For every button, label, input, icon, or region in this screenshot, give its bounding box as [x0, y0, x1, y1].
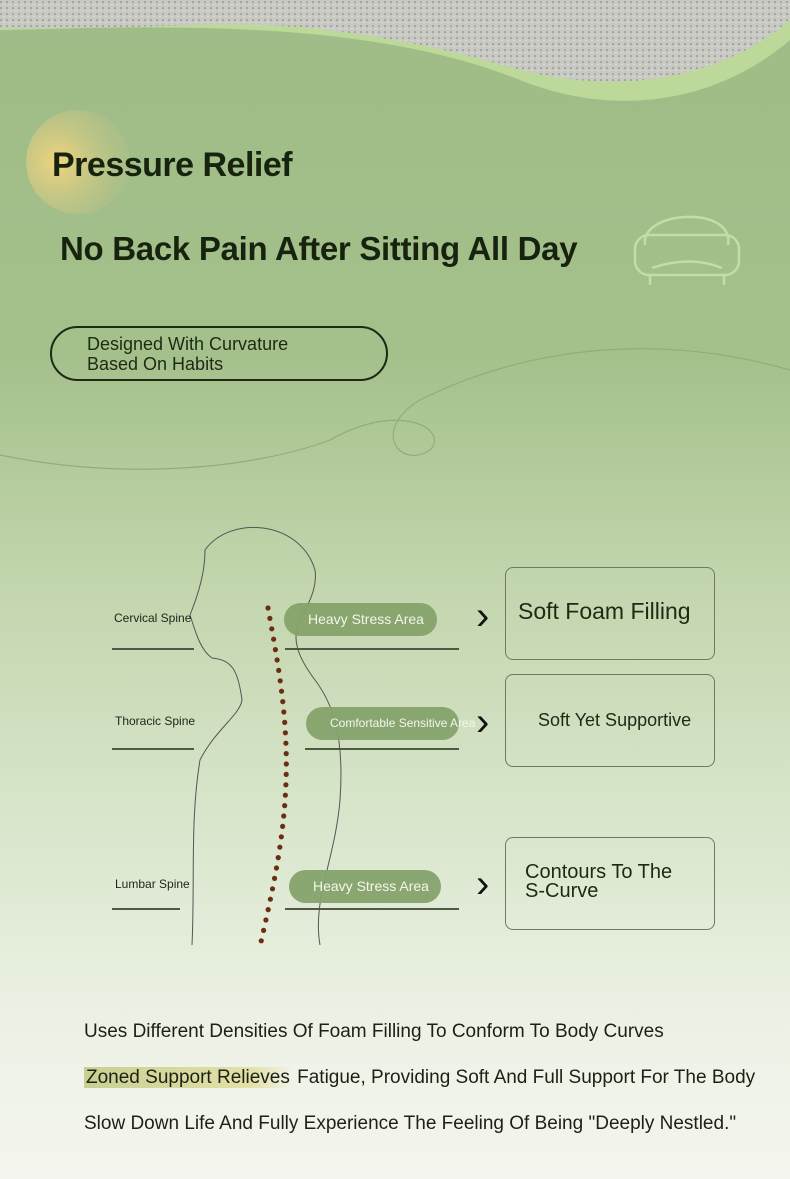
feature-box: Soft Foam Filling [505, 567, 715, 660]
spine-dot [258, 938, 264, 944]
feature-box: Soft Yet Supportive [505, 674, 715, 767]
chevron-right-icon: › [476, 700, 490, 744]
spine-dot [272, 647, 279, 653]
spine-dot [274, 657, 280, 663]
pill-line-1: Designed With Curvature [87, 334, 289, 354]
spine-dot [283, 771, 289, 778]
spine-dot [283, 751, 289, 757]
spine-dot [271, 636, 277, 642]
feature-label: Contours To The S-Curve [525, 861, 673, 902]
divider [112, 908, 180, 910]
body-text-line-3: Slow Down Life And Fully Experience The … [84, 1113, 737, 1134]
spine-dot [280, 823, 286, 830]
spine-dot [263, 917, 269, 923]
spine-dot [278, 688, 285, 694]
sofa-icon [633, 215, 741, 285]
heavy-stress-tag: Heavy Stress Area [284, 603, 437, 636]
spine-dot [273, 865, 280, 871]
page-subtitle: No Back Pain After Sitting All Day [60, 230, 578, 267]
divider [285, 648, 459, 650]
page-title: Pressure Relief [52, 146, 293, 184]
feature-label: Soft Foam Filling [518, 598, 691, 624]
heavy-stress-tag: Heavy Stress Area [289, 870, 441, 903]
spine-dots [258, 605, 289, 944]
cervical-spine-label: Cervical Spine [114, 611, 192, 625]
spine-dot [283, 782, 289, 788]
sun-circle [26, 110, 130, 214]
swirl-line [0, 348, 790, 470]
spine-dot [277, 844, 283, 850]
spine-dot [280, 699, 286, 705]
highlighted-text: Zoned Support Relieves [84, 1067, 292, 1088]
spine-dot [275, 855, 281, 861]
spine-dot [265, 907, 271, 913]
chevron-right-icon: › [476, 862, 490, 906]
curvature-pill: Designed With Curvature Based On Habits [50, 326, 388, 381]
spine-dot [282, 803, 288, 809]
spine-dot [265, 605, 271, 611]
spine-dot [282, 792, 288, 798]
spine-dot [277, 678, 283, 684]
human-silhouette [189, 527, 342, 946]
divider [305, 748, 459, 750]
spine-dot [282, 730, 288, 736]
divider [285, 908, 459, 910]
pill-line-2: Based On Habits [87, 354, 224, 374]
spine-dot [267, 615, 273, 622]
spine-dot [267, 896, 273, 902]
divider [112, 648, 194, 650]
body-text-line-2: Zoned Support Relieves Fatigue, Providin… [84, 1067, 755, 1089]
thoracic-spine-label: Thoracic Spine [115, 714, 196, 728]
spine-dot [282, 719, 288, 726]
feature-box: Contours To The S-Curve [505, 837, 715, 930]
spine-dot [269, 626, 275, 632]
chevron-right-icon: › [476, 594, 490, 638]
feature-label: Soft Yet Supportive [538, 710, 692, 730]
spine-dot [281, 813, 287, 819]
spine-dot [283, 761, 289, 767]
spine-dot [281, 709, 287, 715]
lumbar-spine-label: Lumbar Spine [115, 877, 190, 891]
spine-dot [278, 834, 284, 840]
body-text-rest: Fatigue, Providing Soft And Full Support… [291, 1067, 756, 1088]
body-text-line-1: Uses Different Densities Of Foam Filling… [84, 1021, 664, 1042]
spine-dot [283, 740, 289, 746]
spine-dot [260, 927, 267, 934]
spine-dot [276, 667, 282, 674]
spine-dot [269, 886, 276, 892]
spine-dot [271, 875, 278, 882]
divider [112, 748, 194, 750]
comfortable-area-tag: Comfortable Sensitive Area [306, 707, 475, 740]
